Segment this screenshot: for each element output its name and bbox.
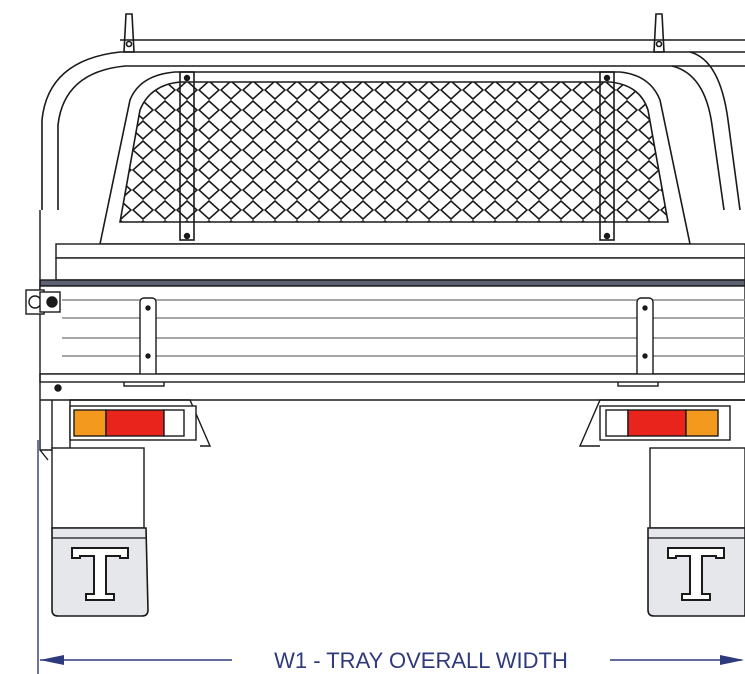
arrow-icon xyxy=(40,655,64,665)
t-logo-icon: T xyxy=(71,547,129,601)
tailgate xyxy=(25,285,745,401)
right-mudflap: T xyxy=(647,527,745,617)
left-mudflap: T xyxy=(51,527,149,617)
right-tail-light xyxy=(599,405,731,441)
dimension-line xyxy=(37,440,744,674)
tray-top xyxy=(39,210,745,290)
mesh-window xyxy=(119,81,669,223)
arrow-icon xyxy=(720,655,744,665)
mudflap-hangers xyxy=(51,447,745,529)
left-tail-light xyxy=(69,405,197,441)
dimension-label: W1 - TRAY OVERALL WIDTH xyxy=(274,648,568,673)
chassis xyxy=(39,374,745,461)
t-logo-icon: T xyxy=(667,547,725,601)
